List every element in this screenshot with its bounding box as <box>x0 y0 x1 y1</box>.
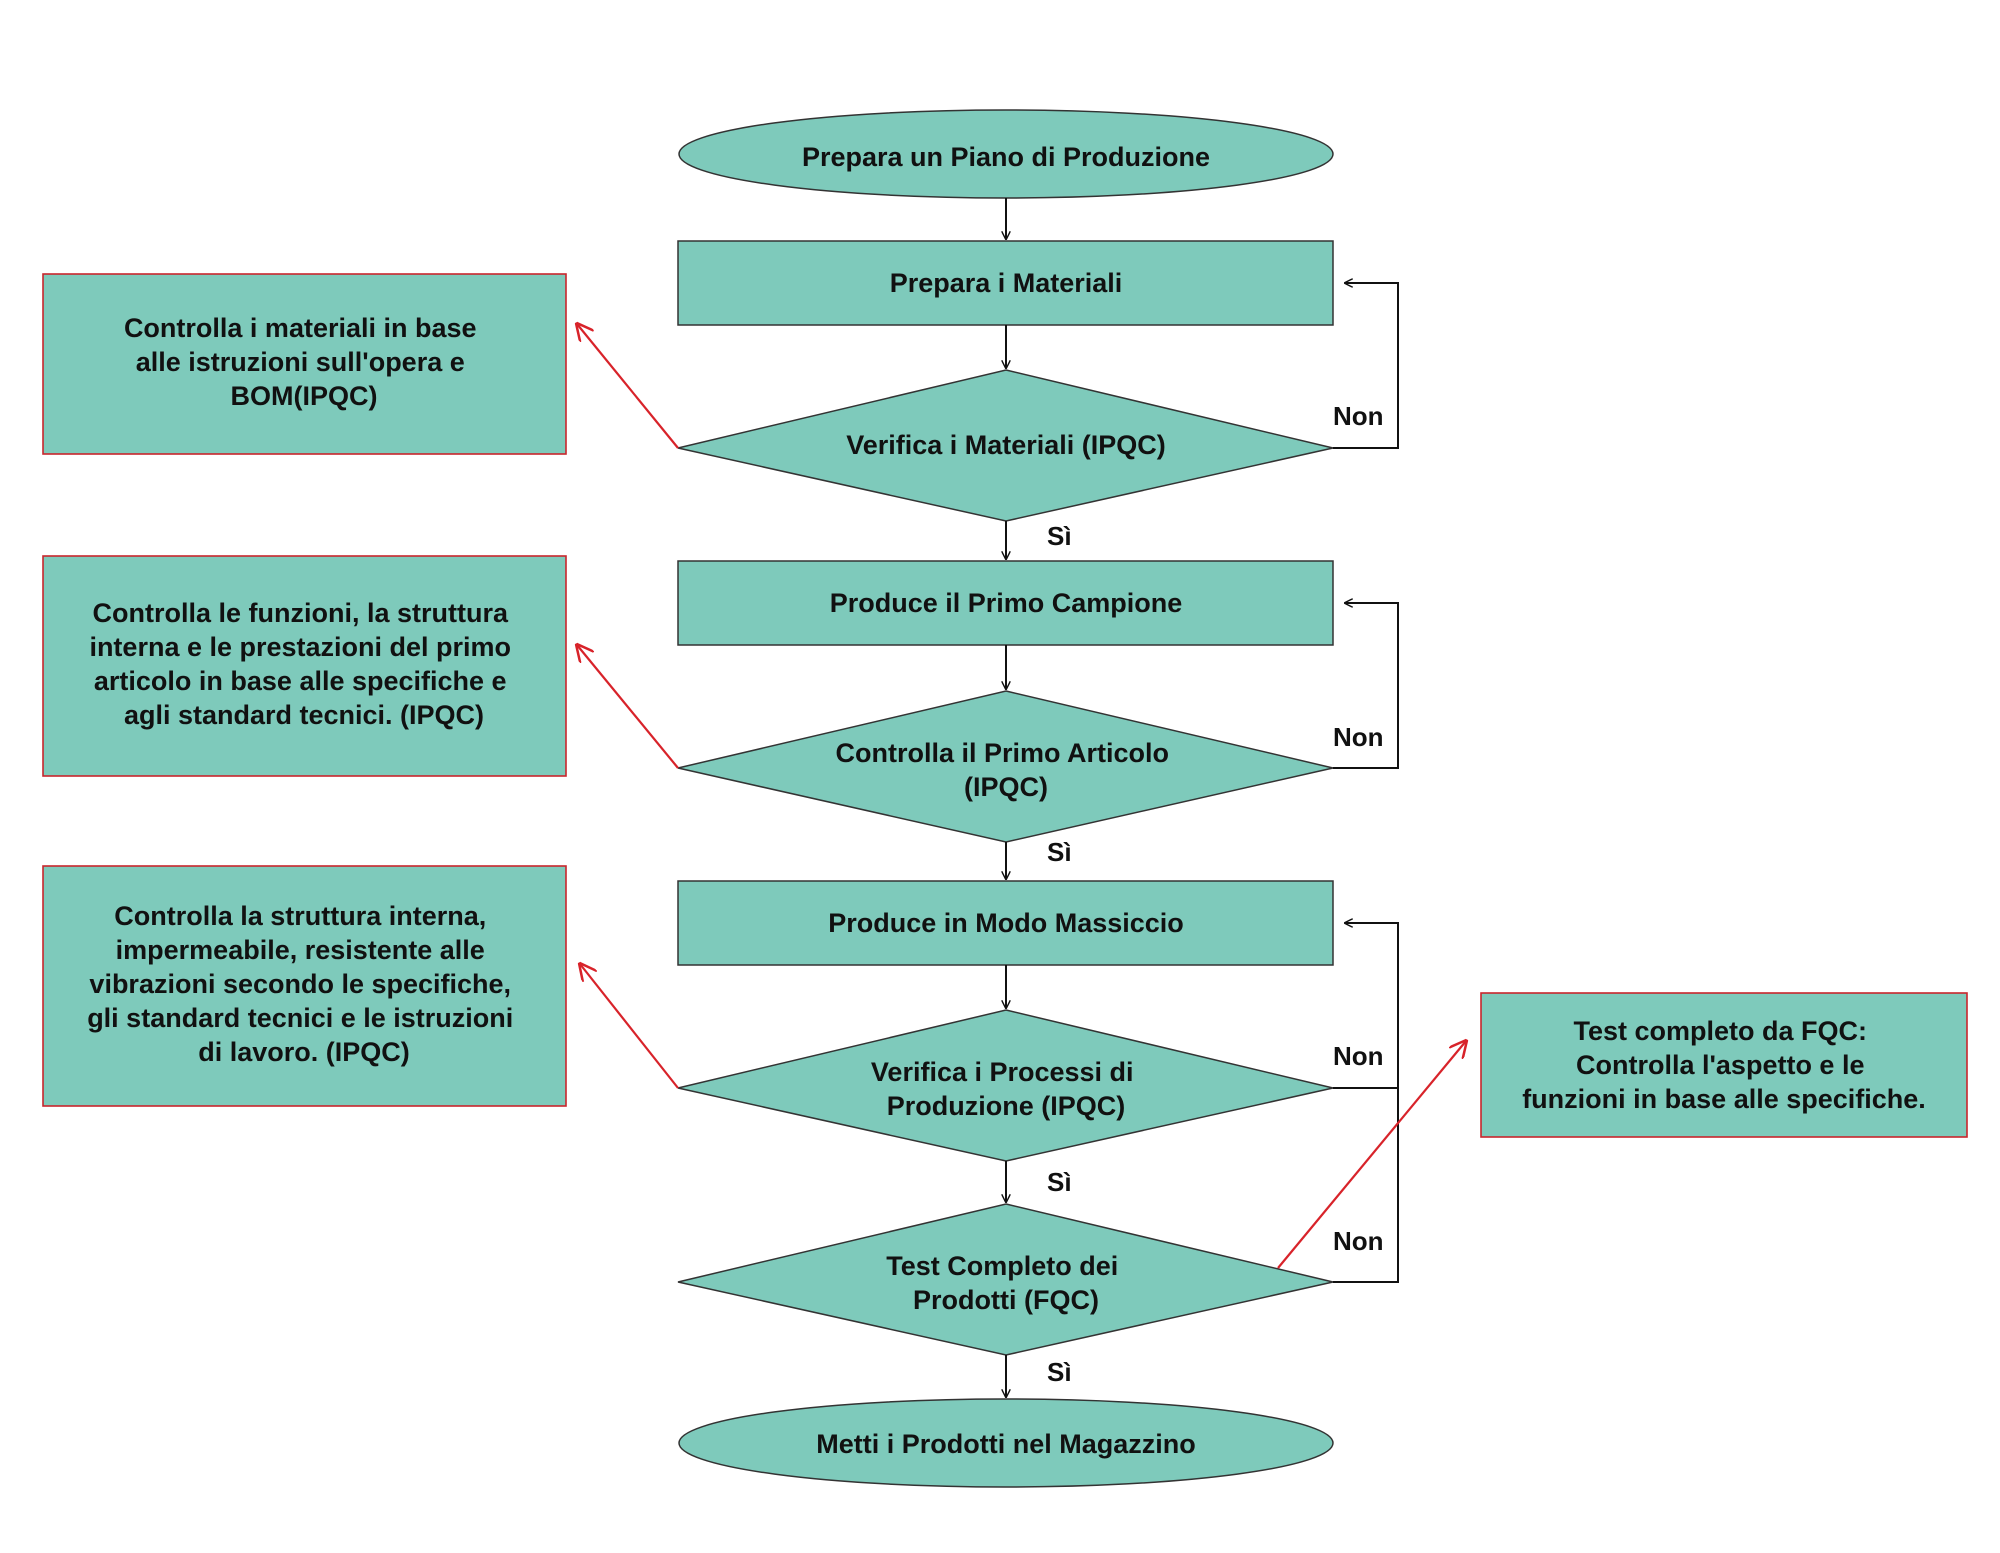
yes-label-materials: Sì <box>1047 521 1072 551</box>
yes-label-first-article: Sì <box>1047 837 1072 867</box>
note-processes-text: Controlla la struttura interna, impermea… <box>87 901 521 1067</box>
note-fqc-box <box>1480 992 1968 1138</box>
check-first-article-label: Controlla il Primo Articolo (IPQC) <box>835 738 1176 802</box>
note-first-article-text: Controlla le funzioni, la struttura inte… <box>89 598 518 730</box>
no-label-first-article: Non <box>1333 722 1384 752</box>
end-terminal <box>678 1398 1334 1488</box>
verify-processes-label: Verifica i Processi di Produzione (IPQC) <box>871 1057 1141 1121</box>
no-loop-materials <box>1333 283 1399 449</box>
no-label-processes: Non <box>1333 1041 1384 1071</box>
note-first-article-box <box>42 555 567 777</box>
note-arrow-fqc <box>1277 1041 1466 1269</box>
no-label-materials: Non <box>1333 401 1384 431</box>
end-label: Metti i Prodotti nel Magazzino <box>816 1429 1196 1459</box>
verify-materials-label: Verifica i Materiali (IPQC) <box>846 430 1166 460</box>
note-processes-box <box>42 865 567 1107</box>
mass-production-box <box>677 880 1334 966</box>
no-loop-first-article <box>1333 603 1399 769</box>
full-test-label: Test Completo dei Prodotti (FQC) <box>886 1251 1126 1315</box>
prepare-materials-box <box>677 240 1334 326</box>
first-sample-label: Produce il Primo Campione <box>830 588 1183 618</box>
no-loop-processes-and-test <box>1333 923 1399 1283</box>
note-arrow-materials <box>577 324 679 449</box>
mass-production-label: Produce in Modo Massiccio <box>828 908 1184 938</box>
note-fqc-text: Test completo da FQC: Controlla l'aspett… <box>1522 1016 1926 1114</box>
no-label-full-test: Non <box>1333 1226 1384 1256</box>
yes-label-full-test: Sì <box>1047 1357 1072 1387</box>
note-arrow-processes <box>580 964 679 1089</box>
prepare-materials-label: Prepara i Materiali <box>890 268 1123 298</box>
start-label: Prepara un Piano di Produzione <box>802 142 1210 172</box>
note-materials-text: Controlla i materiali in base alle istru… <box>124 313 484 411</box>
note-materials-box <box>42 273 567 455</box>
yes-label-processes: Sì <box>1047 1167 1072 1197</box>
note-arrow-first-article <box>577 645 679 769</box>
